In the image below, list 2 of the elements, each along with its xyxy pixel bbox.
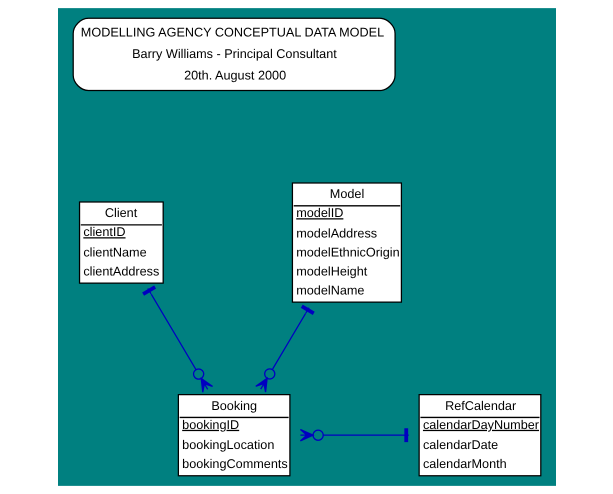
connector <box>254 304 314 393</box>
connector <box>142 285 213 393</box>
